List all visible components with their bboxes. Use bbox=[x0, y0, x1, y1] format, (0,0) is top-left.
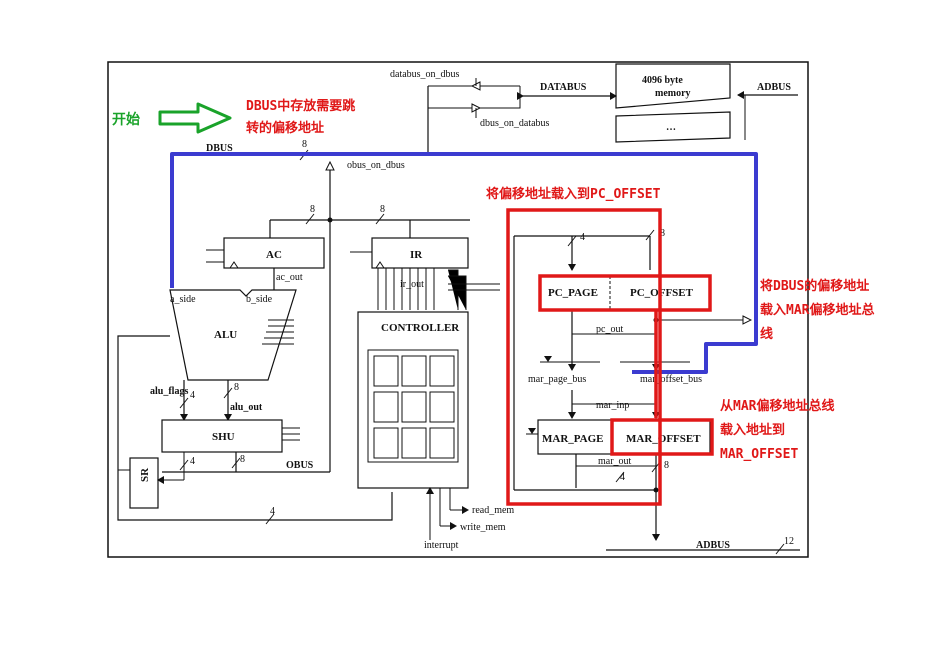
ac-register bbox=[223, 237, 325, 269]
sr-width: 4 bbox=[190, 456, 195, 467]
ac-label: AC bbox=[266, 249, 282, 261]
load-pc-offset-annotation: 将偏移地址载入到PC_OFFSET bbox=[486, 186, 661, 202]
ir-bus-width: 8 bbox=[380, 204, 385, 215]
alu-label: ALU bbox=[214, 329, 237, 341]
adbus-bottom-label: ADBUS bbox=[696, 540, 730, 551]
mar-register bbox=[537, 419, 711, 455]
ac-bus-width: 8 bbox=[310, 204, 315, 215]
ir-register bbox=[371, 237, 469, 269]
mar-to-annotation-2: 载入地址到 bbox=[720, 422, 785, 438]
obus-label: OBUS bbox=[286, 460, 314, 471]
diagram-frame bbox=[107, 61, 809, 558]
mar-out-label: mar_out bbox=[598, 456, 632, 467]
memory-size-label: 4096 byte bbox=[642, 75, 683, 86]
sr-register bbox=[129, 457, 159, 509]
ir-out-label: ir_out bbox=[400, 279, 424, 290]
controller-label: CONTROLLER bbox=[381, 322, 460, 334]
dbus-label: DBUS bbox=[206, 143, 233, 154]
controller-grid bbox=[367, 349, 459, 463]
dbus-store-annotation-1: DBUS中存放需要跳 bbox=[246, 98, 355, 114]
load-mar-annotation-2: 载入MAR偏移地址总 bbox=[760, 302, 874, 318]
memory-dots: … bbox=[666, 122, 676, 133]
ac-out-label: ac_out bbox=[276, 272, 303, 283]
adbus-top-label: ADBUS bbox=[757, 82, 791, 93]
memory-label: memory bbox=[655, 88, 691, 99]
dbus-highlight-path bbox=[170, 152, 758, 374]
alu-out-label: alu_out bbox=[230, 402, 263, 413]
pc-page-width: 4 bbox=[580, 232, 585, 243]
dbus-on-databus-label: dbus_on_databus bbox=[480, 118, 550, 129]
load-mar-annotation-3: 线 bbox=[760, 326, 773, 342]
start-annotation: 开始 bbox=[112, 111, 140, 128]
dbus-width: 8 bbox=[302, 139, 307, 150]
start-arrow-icon bbox=[158, 102, 232, 134]
memory-block: 4096 byte memory … bbox=[615, 63, 731, 143]
pc-offset-width: 8 bbox=[660, 228, 665, 239]
dbus-store-annotation-2: 转的偏移地址 bbox=[246, 120, 324, 136]
databus-label: DATABUS bbox=[540, 82, 587, 93]
pc-offset-label: PC_OFFSET bbox=[630, 287, 694, 299]
read-mem-label: read_mem bbox=[472, 505, 514, 516]
mar-page-label: MAR_PAGE bbox=[542, 433, 604, 445]
interrupt-label: interrupt bbox=[424, 540, 459, 551]
flags-width: 4 bbox=[190, 390, 195, 401]
load-mar-annotation-1: 将DBUS的偏移地址 bbox=[760, 278, 869, 294]
mar-page-out-width: 4 bbox=[620, 472, 625, 483]
flags-feedback-width: 4 bbox=[270, 506, 275, 517]
mar-page-bus-label: mar_page_bus bbox=[528, 374, 586, 385]
pc-page-label: PC_PAGE bbox=[548, 287, 598, 299]
alu-flags-label: alu_flags bbox=[150, 386, 188, 397]
red-highlight bbox=[506, 208, 714, 506]
shu-out-width: 8 bbox=[240, 454, 245, 465]
mar-to-annotation-1: 从MAR偏移地址总线 bbox=[720, 398, 834, 414]
sr-label: SR bbox=[139, 467, 151, 482]
pc-out-label: pc_out bbox=[596, 324, 623, 335]
obus-on-dbus-label: obus_on_dbus bbox=[347, 160, 405, 171]
mar-offset-label: MAR_OFFSET bbox=[626, 433, 701, 445]
a-side-label: a_side bbox=[170, 294, 196, 305]
mar-to-annotation-3: MAR_OFFSET bbox=[720, 447, 798, 462]
shu-unit bbox=[161, 419, 283, 453]
alu-out-width: 8 bbox=[234, 382, 239, 393]
adbus-width: 12 bbox=[784, 536, 794, 547]
ir-label: IR bbox=[410, 249, 423, 261]
mar-inp-label: mar_inp bbox=[596, 400, 629, 411]
write-mem-label: write_mem bbox=[460, 522, 506, 533]
mar-offset-bus-label: mar_offset_bus bbox=[640, 374, 702, 385]
mar-out-width: 8 bbox=[664, 460, 669, 471]
shu-label: SHU bbox=[212, 431, 235, 443]
alu-unit bbox=[169, 289, 297, 381]
b-side-label: b_side bbox=[246, 294, 273, 305]
databus-on-dbus-label: databus_on_dbus bbox=[390, 69, 460, 80]
